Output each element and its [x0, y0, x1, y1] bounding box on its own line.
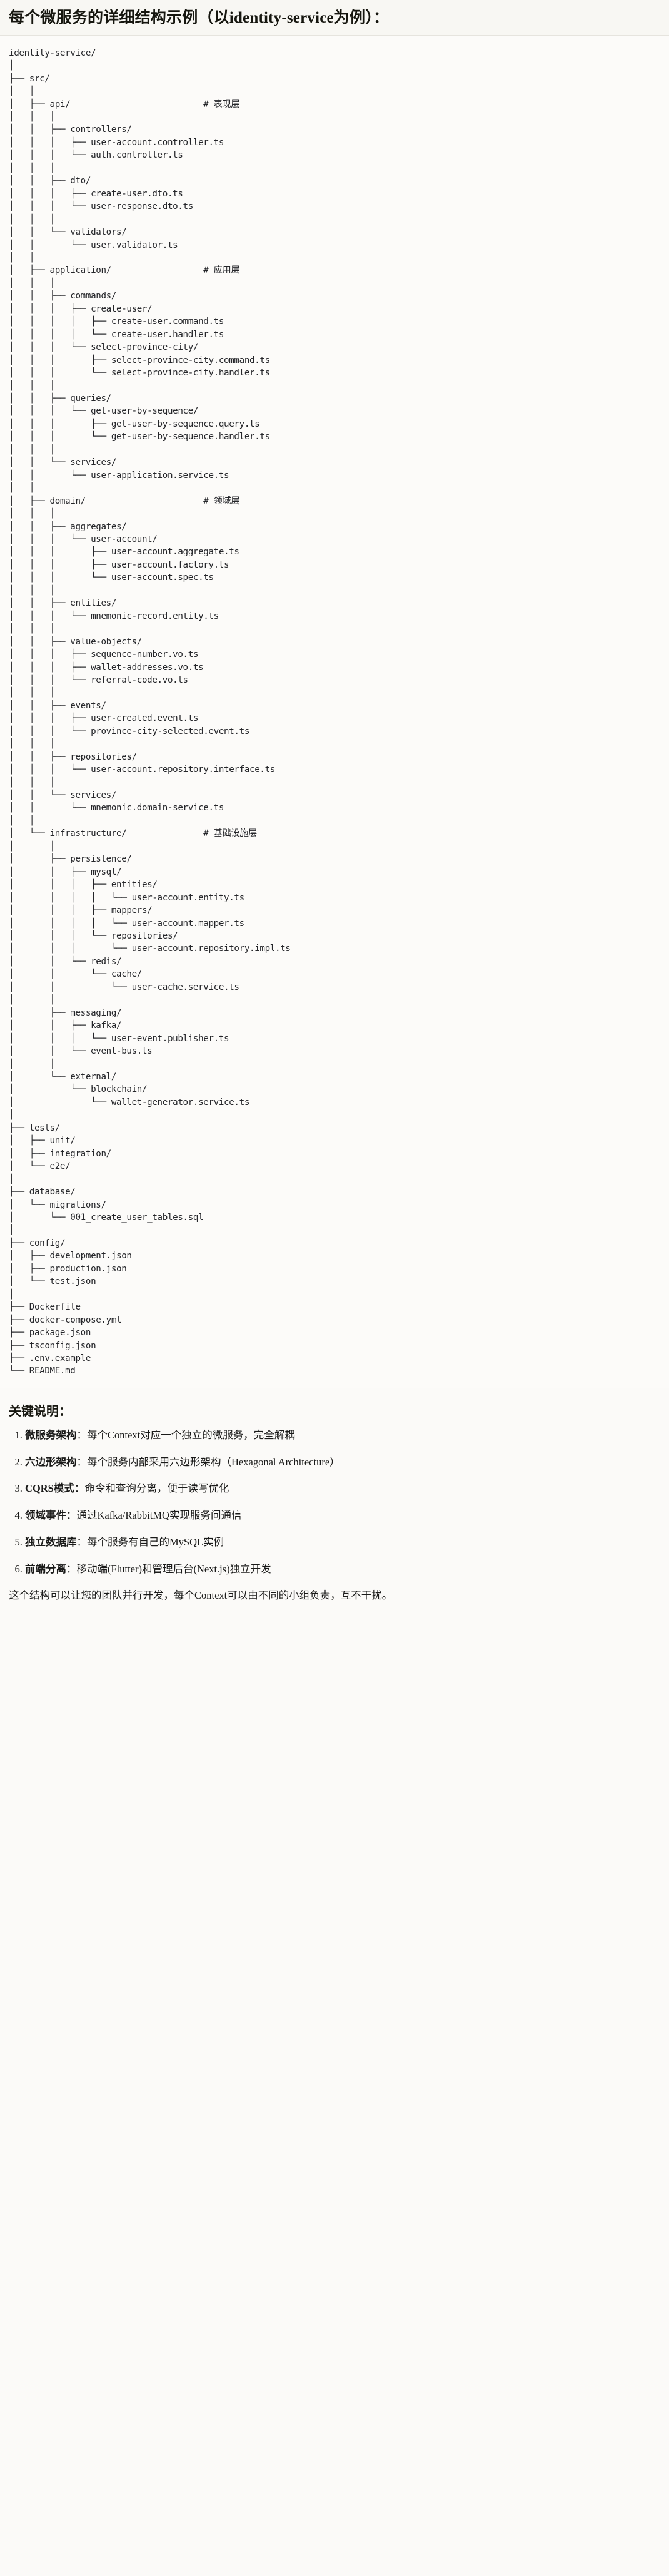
key-point-term: 六边形架构	[25, 1455, 77, 1468]
directory-tree-block: identity-service/ │ ├── src/ │ │ │ ├── a…	[0, 35, 669, 1388]
key-point-term: 独立数据库	[25, 1535, 77, 1548]
closing-paragraph: 这个结构可以让您的团队并行开发，每个Context可以由不同的小组负责，互不干扰…	[9, 1589, 393, 1602]
key-point-term: 微服务架构	[25, 1428, 77, 1441]
key-point-item: CQRS模式：命令和查询分离，便于读写优化	[25, 1481, 660, 1497]
key-point-text: ：每个服务有自己的MySQL实例	[76, 1535, 224, 1548]
page-title: 每个微服务的详细结构示例（以identity-service为例）：	[9, 9, 390, 26]
key-points-title: 关键说明：	[9, 1404, 71, 1418]
key-point-term: CQRS模式	[25, 1482, 74, 1495]
key-point-item: 独立数据库：每个服务有自己的MySQL实例	[25, 1535, 660, 1550]
key-point-text: ：通过Kafka/RabbitMQ实现服务间通信	[66, 1509, 242, 1522]
key-point-text: ：每个Context对应一个独立的微服务，完全解耦	[76, 1428, 295, 1441]
header-band: 每个微服务的详细结构示例（以identity-service为例）：	[0, 0, 669, 36]
key-point-item: 六边形架构：每个服务内部采用六边形架构（Hexagonal Architectu…	[25, 1455, 660, 1470]
key-point-text: ：移动端(Flutter)和管理后台(Next.js)独立开发	[66, 1562, 271, 1575]
key-point-text: ：每个服务内部采用六边形架构（Hexagonal Architecture）	[76, 1455, 340, 1468]
key-point-text: ：命令和查询分离，便于读写优化	[74, 1482, 229, 1495]
key-points-list: 微服务架构：每个Context对应一个独立的微服务，完全解耦六边形架构：每个服务…	[9, 1428, 660, 1577]
key-point-term: 前端分离	[25, 1562, 66, 1575]
directory-tree: identity-service/ │ ├── src/ │ │ │ ├── a…	[9, 48, 291, 1377]
key-point-item: 领域事件：通过Kafka/RabbitMQ实现服务间通信	[25, 1508, 660, 1524]
key-points-section: 关键说明： 微服务架构：每个Context对应一个独立的微服务，完全解耦六边形架…	[0, 1388, 669, 1614]
key-point-term: 领域事件	[25, 1509, 66, 1522]
key-point-item: 微服务架构：每个Context对应一个独立的微服务，完全解耦	[25, 1428, 660, 1443]
key-point-item: 前端分离：移动端(Flutter)和管理后台(Next.js)独立开发	[25, 1562, 660, 1577]
